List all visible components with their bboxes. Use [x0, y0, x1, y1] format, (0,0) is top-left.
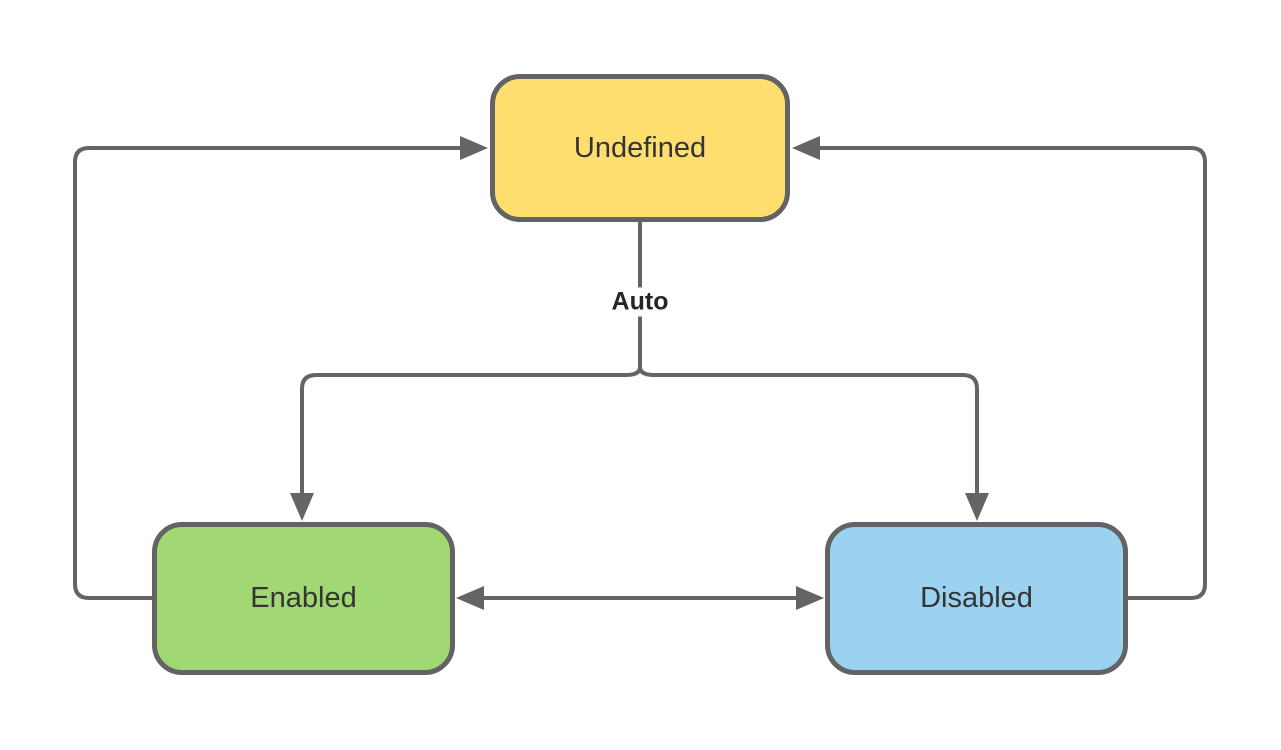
- arrowhead-into-disabled-left: [796, 586, 824, 610]
- node-enabled-label: Enabled: [250, 582, 357, 614]
- node-undefined-label: Undefined: [573, 131, 707, 164]
- edge-label-auto: Auto: [603, 287, 677, 317]
- edge-undefined-to-enabled: [290, 366, 642, 521]
- node-enabled: Enabled: [152, 522, 455, 675]
- edge-enabled-to-undefined: [73, 136, 488, 600]
- arrowhead-into-undefined-left: [460, 136, 488, 160]
- edge-undefined-to-enabled-line: [300, 366, 642, 493]
- node-disabled: Disabled: [825, 522, 1128, 675]
- node-undefined: Undefined: [490, 74, 790, 222]
- node-disabled-label: Disabled: [920, 582, 1033, 614]
- edge-disabled-to-undefined-line: [818, 146, 1207, 600]
- edge-disabled-to-undefined: [792, 136, 1207, 600]
- arrowhead-into-enabled-top: [290, 493, 314, 521]
- arrowhead-into-enabled-right: [456, 586, 484, 610]
- edge-undefined-to-disabled-line: [638, 366, 979, 493]
- edge-enabled-to-undefined-line: [73, 146, 462, 600]
- edge-enabled-disabled-bidirectional: [456, 586, 824, 610]
- arrowhead-into-undefined-right: [792, 136, 820, 160]
- edge-undefined-to-disabled: [638, 366, 989, 521]
- arrowhead-into-disabled-top: [965, 493, 989, 521]
